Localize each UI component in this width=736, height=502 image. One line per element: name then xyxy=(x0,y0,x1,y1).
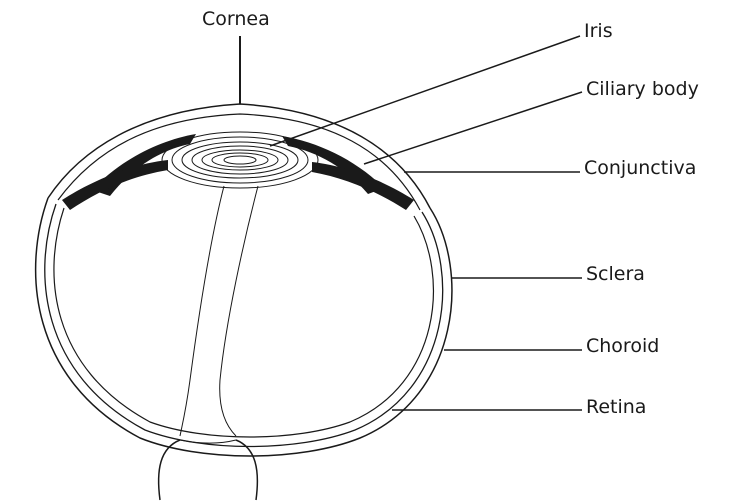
hyaloid-canal-right xyxy=(220,186,258,436)
ciliary-body-right xyxy=(312,162,414,210)
label-retina: Retina xyxy=(586,398,646,417)
label-ciliary-body: Ciliary body xyxy=(586,80,699,99)
lens xyxy=(162,132,318,188)
leader-ciliary-body xyxy=(364,92,582,164)
optic-nerve-right xyxy=(236,440,257,500)
sclera-outline xyxy=(36,198,452,456)
label-cornea: Cornea xyxy=(202,10,270,29)
hyaloid-canal-left xyxy=(180,186,224,436)
label-choroid: Choroid xyxy=(586,337,659,356)
ciliary-body-left xyxy=(62,160,168,210)
label-iris: Iris xyxy=(584,22,613,41)
label-sclera: Sclera xyxy=(586,265,645,284)
label-conjunctiva: Conjunctiva xyxy=(584,159,696,178)
cornea-inner-outline xyxy=(58,114,420,210)
leader-iris xyxy=(270,36,580,146)
optic-disc xyxy=(180,440,236,443)
choroid-outline xyxy=(45,204,443,447)
